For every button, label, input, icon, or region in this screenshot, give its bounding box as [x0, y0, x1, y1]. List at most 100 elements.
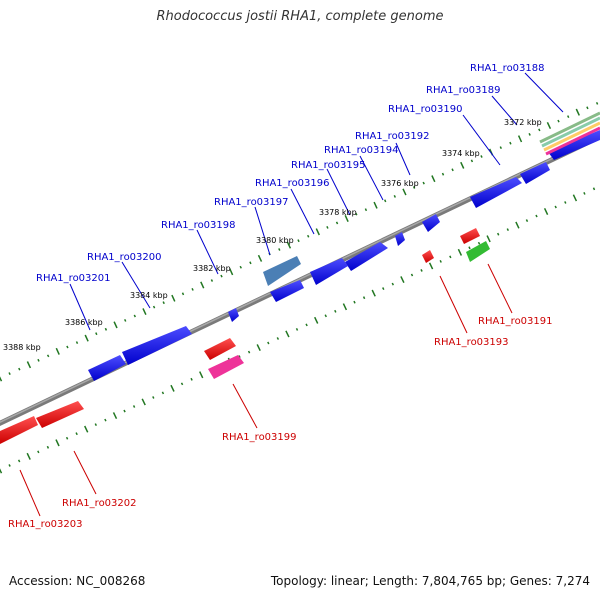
ruler-tick [431, 175, 436, 183]
ruler-tick [199, 371, 204, 379]
gene-label[interactable]: RHA1_ro03189 [426, 85, 501, 96]
gene-ro03200[interactable] [122, 326, 192, 365]
gene-ro03194[interactable] [395, 232, 405, 246]
gene-label[interactable]: RHA1_ro03202 [62, 498, 137, 509]
ruler-upper [0, 101, 599, 382]
forward-gene-labels: RHA1_ro03188 RHA1_ro03189 RHA1_ro03190 R… [36, 63, 545, 284]
ruler-tick [382, 287, 385, 291]
ruler-tick [95, 332, 98, 336]
gene-label[interactable]: RHA1_ro03195 [291, 160, 366, 171]
ruler-tick [477, 241, 481, 245]
ruler-tick [400, 276, 405, 284]
ruler-tick [152, 305, 156, 309]
ruler-tick [75, 432, 78, 436]
ruler-tick [506, 228, 509, 232]
ruler-tick [543, 207, 549, 216]
gene-label[interactable]: RHA1_ro03196 [255, 178, 330, 189]
gene-label[interactable]: RHA1_ro03192 [355, 131, 430, 142]
ruler-tick [200, 281, 205, 289]
gene-ro03202[interactable] [36, 401, 84, 428]
ruler-tick [84, 334, 89, 342]
gene-ro03188[interactable] [548, 130, 600, 160]
ruler-tick [412, 186, 416, 189]
reverse-leaders [19, 263, 513, 517]
gene-ro03189[interactable] [520, 162, 550, 184]
ruler-tick [247, 350, 251, 354]
ruler-tick [592, 187, 596, 191]
ruler-tick [586, 106, 589, 110]
ruler-tick [384, 199, 387, 203]
ruler-tick [285, 330, 290, 338]
gene-ro03191b[interactable] [460, 228, 480, 244]
ruler-tick [305, 323, 308, 327]
gene-label[interactable]: RHA1_ro03191 [478, 316, 553, 327]
gene-ro03199b[interactable] [208, 355, 244, 379]
ruler-labels: 3372 kbp 3374 kbp 3376 kbp 3378 kbp 3380… [3, 118, 542, 352]
gene-ro03190[interactable] [470, 177, 522, 208]
gene-label[interactable]: RHA1_ro03198 [161, 220, 236, 231]
ruler-tick [142, 308, 147, 316]
ruler-tick [362, 296, 366, 300]
ruler-tick [94, 423, 97, 427]
ruler-tick [457, 248, 463, 256]
ruler-tick [46, 445, 50, 449]
gene-ro03195[interactable] [345, 242, 388, 271]
ruler-tick [575, 108, 580, 116]
ruler-tick [257, 254, 263, 262]
ruler-tick [256, 344, 261, 352]
ruler-tick [509, 141, 512, 145]
gene-label[interactable]: RHA1_ro03200 [87, 252, 162, 263]
ruler-tick [278, 248, 281, 251]
ruler-label: 3382 kbp [193, 264, 231, 273]
ruler-tick [373, 201, 378, 209]
ruler-tick [572, 194, 578, 202]
ruler-tick [26, 452, 31, 460]
ruler-tick [8, 464, 11, 467]
ruler-label: 3380 kbp [256, 236, 294, 245]
gene-label[interactable]: RHA1_ro03203 [8, 519, 83, 530]
gene-label[interactable]: RHA1_ro03199 [222, 432, 297, 443]
gene-label[interactable]: RHA1_ro03201 [36, 273, 111, 284]
ruler-tick [364, 208, 368, 212]
map-title: Rhodococcus jostii RHA1, complete genome [156, 9, 444, 24]
gene-label[interactable]: RHA1_ro03193 [434, 337, 509, 348]
gene-ro03192[interactable] [422, 214, 440, 232]
ruler-tick [65, 436, 69, 440]
ruler-tick [124, 318, 127, 322]
ruler-tick [393, 194, 396, 198]
ruler-tick [460, 161, 465, 169]
ruler-tick [162, 301, 165, 305]
ruler-tick [239, 265, 242, 269]
gene-ro03203[interactable] [0, 416, 38, 444]
ruler-tick [190, 377, 193, 381]
gene-ro03198[interactable] [270, 280, 304, 302]
ruler-tick [517, 135, 523, 143]
ruler-tick [295, 327, 299, 331]
gene-ro03200a[interactable] [228, 308, 239, 322]
ruler-tick [480, 155, 483, 158]
ruler-tick [37, 450, 40, 454]
ruler-tick [84, 425, 89, 433]
ruler-tick [123, 409, 126, 413]
gene-ro03199[interactable] [204, 338, 236, 360]
ruler-tick [0, 468, 3, 474]
gene-ro03193[interactable] [422, 250, 434, 263]
ruler-tick [355, 212, 358, 216]
genome-info-text: Topology: linear; Length: 7,804,765 bp; … [270, 574, 590, 588]
ruler-tick [420, 269, 423, 272]
ruler-tick [595, 101, 599, 105]
ruler-tick [451, 168, 454, 172]
ruler-tick [557, 119, 560, 123]
gene-label[interactable]: RHA1_ro03197 [214, 197, 289, 208]
gene-label[interactable]: RHA1_ro03190 [388, 104, 463, 115]
gene-label[interactable]: RHA1_ro03194 [324, 145, 399, 156]
ruler-lower [0, 187, 596, 474]
gene-ro03191[interactable] [466, 241, 490, 262]
gene-ro03201[interactable] [88, 355, 126, 381]
gene-label[interactable]: RHA1_ro03188 [470, 63, 545, 74]
ruler-label: 3378 kbp [319, 208, 357, 217]
gene-ro03196[interactable] [310, 258, 348, 285]
gene-ro03197[interactable] [263, 256, 301, 286]
ruler-tick [220, 274, 223, 278]
ruler-tick [567, 115, 570, 119]
